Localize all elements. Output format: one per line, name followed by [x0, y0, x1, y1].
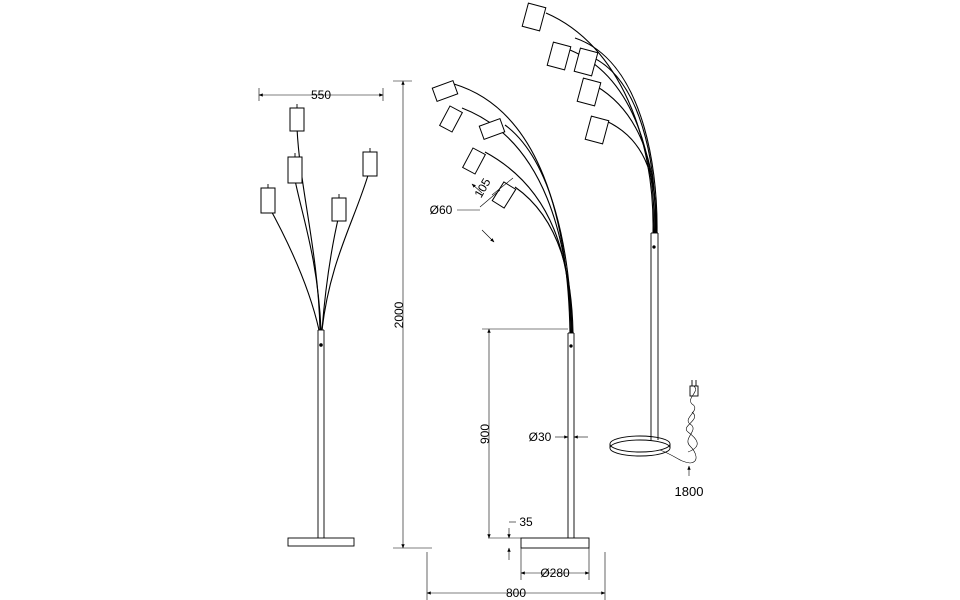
cable-length-label: 1800 — [675, 484, 704, 499]
base-diameter-label: Ø280 — [540, 566, 570, 580]
base-diameter-dimension: Ø280 — [520, 548, 590, 580]
shade-dimensions: 105 Ø60 — [430, 176, 514, 243]
side-shade-1 — [431, 80, 459, 102]
side-shade-2 — [438, 105, 464, 133]
height-dimension: 2000 — [392, 80, 432, 549]
front-shade-right — [362, 148, 378, 177]
front-shade-small-right — [331, 194, 347, 222]
base-height-label: 35 — [519, 515, 533, 529]
side-shade-5 — [491, 181, 517, 209]
side-arms — [453, 83, 574, 334]
reach-dimension: 800 — [426, 552, 606, 600]
persp-shade-4 — [576, 77, 602, 107]
perspective-arms — [545, 12, 658, 234]
shade-diameter-label: Ø60 — [430, 203, 453, 217]
persp-shade-2 — [546, 41, 572, 71]
front-shades — [260, 104, 378, 222]
side-shades — [431, 80, 517, 209]
front-pole — [317, 329, 325, 538]
switch-knob — [319, 343, 323, 347]
persp-shade-1 — [521, 2, 547, 32]
perspective-view: 1800 — [521, 2, 704, 499]
reach-label: 800 — [506, 586, 526, 600]
front-view: 550 — [258, 88, 384, 547]
power-cable: 1800 — [659, 380, 704, 499]
pole-diameter-label: Ø30 — [529, 430, 552, 444]
height-label: 2000 — [392, 301, 406, 328]
perspective-switch-knob — [652, 245, 656, 249]
switch-height-label: 900 — [478, 424, 492, 444]
side-base — [520, 537, 590, 549]
side-shade-3 — [478, 118, 506, 140]
front-base — [287, 537, 355, 547]
persp-shade-3 — [573, 47, 599, 77]
width-label: 550 — [311, 88, 331, 102]
shade-length-label: 105 — [471, 176, 493, 201]
side-pole — [567, 332, 575, 538]
front-shade-left — [260, 184, 276, 214]
side-shade-4 — [461, 147, 487, 175]
perspective-shades — [521, 2, 610, 145]
front-shade-middle — [287, 153, 303, 184]
front-arms — [267, 127, 370, 331]
plug-icon — [689, 385, 699, 397]
front-shade-top — [289, 104, 305, 132]
width-dimension: 550 — [258, 88, 384, 102]
base-height-dimension: 35 — [507, 515, 533, 560]
side-switch-knob — [569, 344, 573, 348]
pole-diameter-dimension: Ø30 — [529, 430, 588, 444]
perspective-base — [609, 435, 671, 457]
side-view: 105 Ø60 900 Ø30 35 Ø280 — [426, 80, 606, 600]
persp-shade-5 — [584, 115, 610, 145]
perspective-pole — [650, 232, 659, 440]
switch-height-dimension: 900 — [478, 328, 568, 539]
